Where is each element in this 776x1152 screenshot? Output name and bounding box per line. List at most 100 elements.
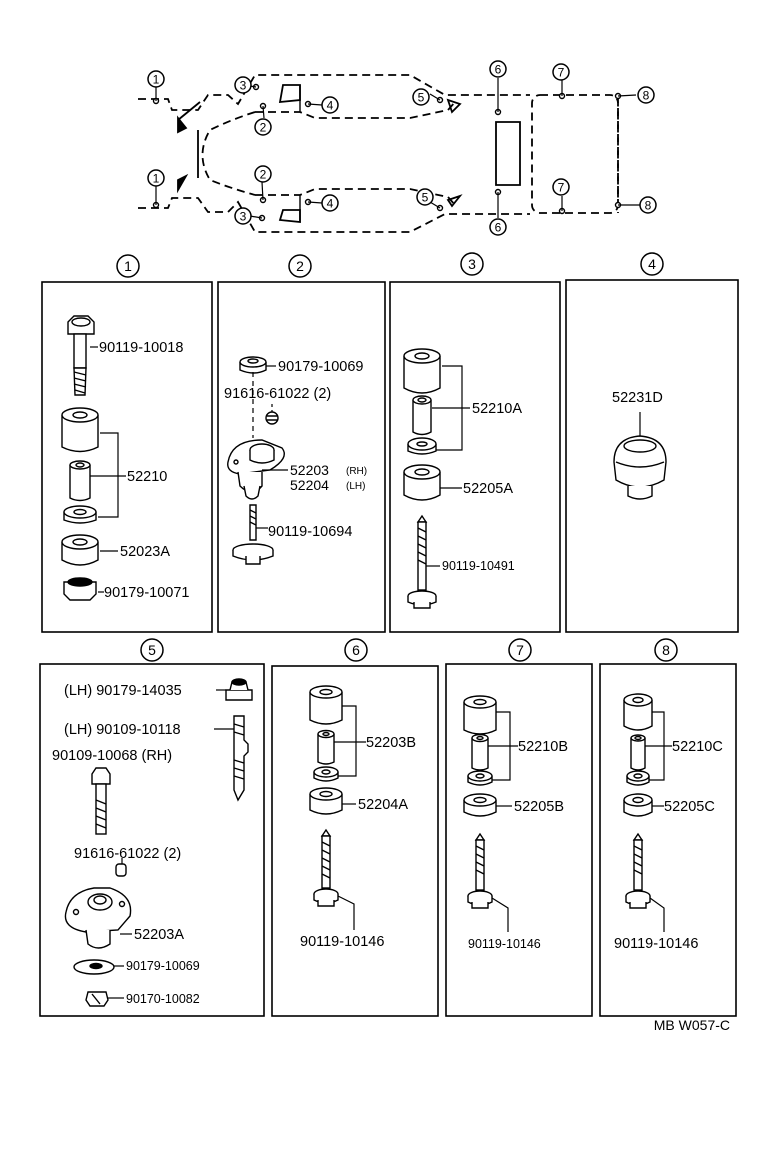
frame-callout-4-number: 4: [327, 196, 334, 210]
part-label-5-6: 90179-10069: [126, 959, 200, 973]
frame-callout-3-number: 3: [240, 209, 247, 223]
panel-7-cushion-icon: [463, 793, 497, 817]
panel-5-cap-nut-icon: [225, 678, 253, 701]
part-label-2-5: 52204: [290, 477, 329, 493]
panel-6-cushion-icon: [309, 787, 343, 815]
part-label-5-7: 90170-10082: [126, 992, 200, 1006]
frame-callout-2: 2: [254, 165, 272, 183]
part-label-1-3: 52023A: [120, 544, 170, 560]
panel-2-washer-icon: [239, 356, 267, 374]
frame-callout-1: 1: [147, 70, 165, 88]
frame-callout-8-number: 8: [643, 88, 650, 102]
part-label-2-2: 91616-61022 (2): [224, 386, 331, 402]
part-label-3-1: 52210A: [472, 401, 522, 417]
section-header-5-number: 5: [148, 642, 156, 658]
panel-3-sleeve-icon: [412, 395, 432, 436]
section-header-7: 7: [508, 638, 532, 662]
part-label-8-3: 90119-10146: [614, 936, 698, 952]
panel-5-hex-nut-icon: [85, 991, 109, 1007]
part-label-5-5: 52203A: [134, 927, 184, 943]
part-label-5-3: 90109-10068 (RH): [52, 748, 172, 764]
panel-7-sleeve-icon: [471, 733, 489, 771]
part-label-1-1: 90119-10018: [99, 340, 183, 356]
panel-3-washer-icon: [407, 437, 437, 455]
diagram-code: MB W057-C: [654, 1017, 730, 1033]
frame-callout-3-number: 3: [240, 78, 247, 92]
frame-leaders: [155, 78, 640, 219]
frame-callout-4: 4: [321, 194, 339, 212]
panel-5-stud-icon: [233, 715, 249, 802]
section-header-2-number: 2: [296, 258, 304, 274]
panel-3-bushing-icon: [403, 348, 441, 394]
frame-callout-6: 6: [489, 60, 507, 78]
frame-callout-4-number: 4: [327, 98, 334, 112]
panel-2-bolt-icon: [232, 504, 274, 565]
part-label-5-4: 91616-61022 (2): [74, 846, 181, 862]
part-label-1-4: 90179-10071: [104, 585, 189, 601]
panel-5-mount-icon: [64, 887, 132, 949]
part-label-3-2: 52205A: [463, 481, 513, 497]
panel-2-mount-icon: [227, 439, 285, 500]
panel-2-box: [217, 281, 386, 633]
section-header-6: 6: [344, 638, 368, 662]
panel-6-bolt-icon: [313, 828, 339, 907]
frame-callout-6: 6: [489, 218, 507, 236]
panel-8-cushion-icon: [623, 793, 653, 817]
panel-3-box: [389, 281, 561, 633]
part-label-6-1: 52203B: [366, 735, 416, 751]
panel-6-washer-icon: [313, 766, 339, 782]
panel-5-box: [39, 663, 265, 1017]
frame-callout-8: 8: [639, 196, 657, 214]
frame-mount-points: [152, 83, 622, 222]
section-header-3-number: 3: [468, 256, 476, 272]
part-label-1-2: 52210: [127, 469, 167, 485]
panel-5-washer-icon: [73, 959, 115, 975]
section-header-2: 2: [288, 254, 312, 278]
frame-callout-7: 7: [552, 178, 570, 196]
panel-8-box: [599, 663, 737, 1017]
panel-3-bolt-icon: [407, 514, 437, 609]
frame-callout-5-number: 5: [422, 190, 429, 204]
frame-callout-5: 5: [412, 88, 430, 106]
frame-callout-5: 5: [416, 188, 434, 206]
panel-1-washer-icon: [63, 505, 97, 524]
frame-callout-2-number: 2: [260, 167, 267, 181]
frame-callout-3: 3: [234, 76, 252, 94]
frame-callout-7-number: 7: [558, 180, 565, 194]
part-label-6-3: 90119-10146: [300, 934, 384, 950]
section-header-5: 5: [140, 638, 164, 662]
panel-1-bolt-icon: [67, 315, 95, 396]
frame-callout-1: 1: [147, 169, 165, 187]
section-header-3: 3: [460, 252, 484, 276]
panel-4-mount-icon: [613, 435, 667, 500]
panel-7-bushing-icon: [463, 695, 497, 735]
frame-callout-4: 4: [321, 96, 339, 114]
panel-7-washer-icon: [467, 770, 493, 786]
panel-1-bushing-icon: [61, 407, 99, 453]
panel-1-nut-icon: [63, 577, 97, 601]
part-label-7-2: 52205B: [514, 799, 564, 815]
frame-overview: [138, 74, 619, 233]
part-label-2-4: (RH): [346, 466, 367, 477]
part-label-2-3: 52203: [290, 462, 329, 478]
panel-7-box: [445, 663, 593, 1017]
panel-5-bolt-icon: [91, 767, 111, 835]
part-label-7-1: 52210B: [518, 739, 568, 755]
panel-6-sleeve-icon: [317, 729, 335, 765]
panel-1-box: [41, 281, 213, 633]
panel-8-bolt-icon: [625, 832, 651, 909]
part-label-8-2: 52205C: [664, 799, 715, 815]
frame-callout-8: 8: [637, 86, 655, 104]
section-header-4-number: 4: [648, 256, 656, 272]
frame-callout-3: 3: [234, 207, 252, 225]
part-label-8-1: 52210C: [672, 739, 723, 755]
part-label-5-1: (LH) 90179-14035: [64, 683, 182, 699]
section-header-7-number: 7: [516, 642, 524, 658]
frame-callout-6-number: 6: [495, 62, 502, 76]
frame-callout-7-number: 7: [558, 65, 565, 79]
section-header-8-number: 8: [662, 642, 670, 658]
section-header-8: 8: [654, 638, 678, 662]
